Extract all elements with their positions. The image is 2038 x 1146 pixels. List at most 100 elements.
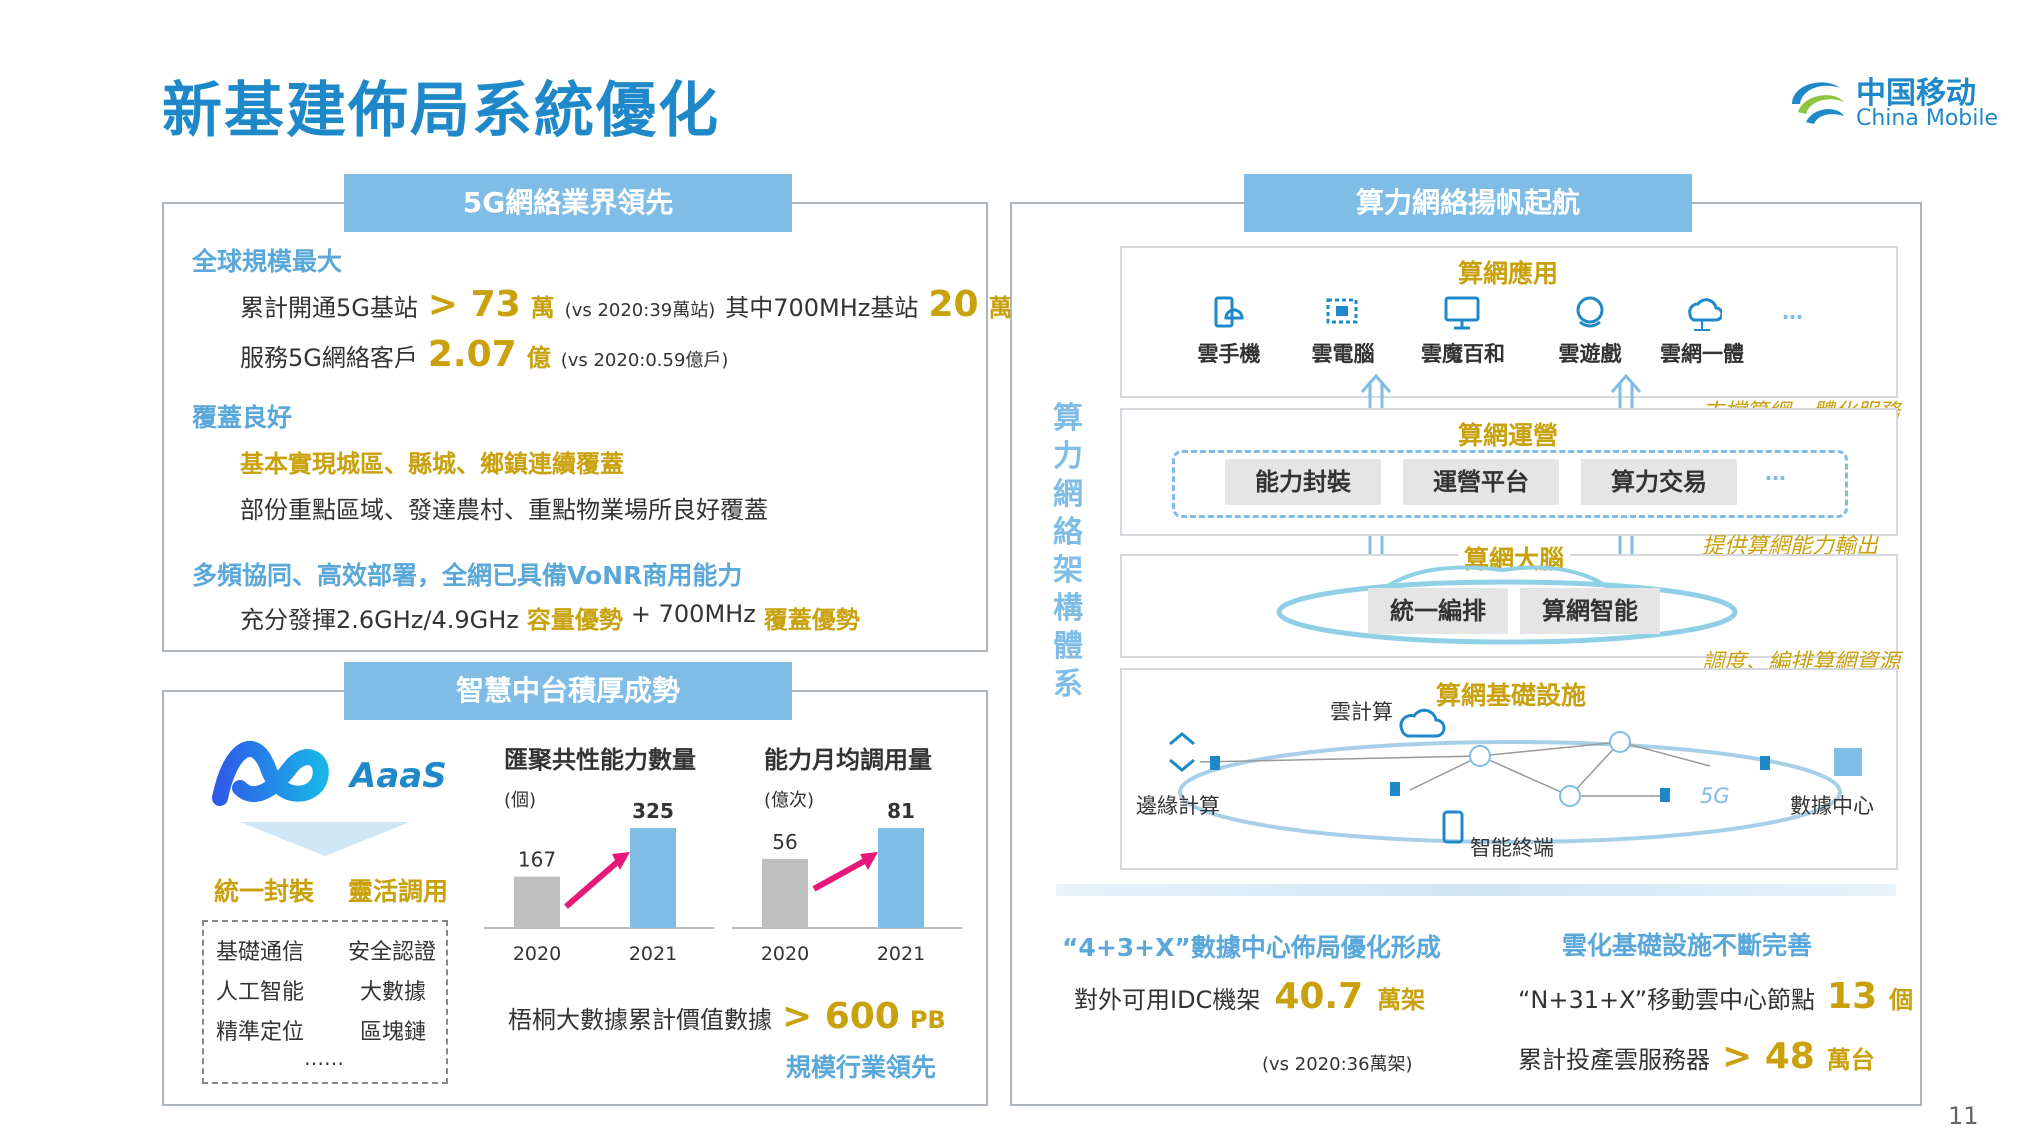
- bar-2020: [514, 876, 560, 928]
- chart2-unit: (億次): [764, 790, 815, 811]
- arch-char: 網: [1053, 477, 1083, 512]
- cloud-phone-icon: [1214, 296, 1244, 328]
- category-label: 2021: [629, 943, 677, 965]
- cloud-compute-icon: [1399, 708, 1446, 738]
- logo-text-en: China Mobile: [1856, 106, 1999, 131]
- idc-unit: 萬架: [1377, 986, 1426, 1014]
- ops-computing-trade: 算力交易: [1581, 459, 1737, 505]
- app-cloud-pc: 雲電腦: [1311, 342, 1375, 366]
- logo-icon: [1792, 82, 1844, 124]
- cloud-servers-value: > 48: [1722, 1036, 1815, 1077]
- line-bigdata: 梧桐大數據累計價值數據 > 600 PB: [508, 996, 946, 1037]
- line-cloud-nodes: “N+31+X”移動雲中心節點 13 個: [1518, 976, 1913, 1017]
- idc-vs: (vs 2020:36萬架): [1262, 1054, 1413, 1075]
- label-700mhz: 其中700MHz基站: [725, 294, 919, 322]
- cap-blockchain: 區塊鏈: [360, 1020, 427, 1045]
- infra-network-diagram: [1169, 708, 1862, 844]
- cap-ai: 人工智能: [216, 980, 305, 1005]
- panel-right-title: 算力網絡揚帆起航: [1244, 174, 1692, 232]
- spectrum-text-2: + 700MHz: [630, 600, 756, 628]
- line-coverage-1: 基本實現城區、縣城、鄉鎮連續覆蓋: [240, 450, 624, 478]
- antenna-icon: [1660, 788, 1670, 802]
- tag-flexible-call: 靈活調用: [348, 877, 449, 906]
- architecture-label: 算 力 網 絡 架 構 體 系: [1050, 400, 1086, 704]
- spectrum-coverage: 覆蓋優勢: [763, 606, 860, 634]
- logo-text-cn: 中国移动: [1856, 76, 1976, 111]
- apps-row: 雲手機 雲電腦 雲魔百和 雲遊戲 雲網一體 …: [1186, 292, 1886, 372]
- china-mobile-logo: 中国移动 China Mobile: [1784, 62, 1998, 140]
- label-smart-terminal: 智能終端: [1470, 836, 1554, 860]
- label-5g-customers: 服務5G網絡客戶: [240, 344, 418, 372]
- heading-coverage: 覆蓋良好: [192, 403, 293, 432]
- layer-ops-title: 算網運營: [1458, 421, 1559, 450]
- unit-5g-stations: 萬: [530, 294, 555, 322]
- cap-positioning: 精準定位: [216, 1020, 305, 1045]
- app-cloud-network: 雲網一體: [1660, 342, 1744, 366]
- heading-cloud-infra: 雲化基礎設施不斷完善: [1562, 931, 1813, 960]
- app-cloud-game: 雲遊戲: [1558, 342, 1622, 366]
- layer-apps: [1120, 246, 1898, 398]
- cloud-nodes-unit: 個: [1889, 986, 1914, 1014]
- arch-char: 絡: [1053, 515, 1083, 550]
- unit-5g-customers: 億: [526, 344, 551, 372]
- cap-big-data: 大數據: [360, 980, 427, 1005]
- line-5g-stations: 累計開通5G基站 > 73 萬 (vs 2020:39萬站) 其中700MHz基…: [240, 284, 1013, 325]
- bar-chart-svg: 56 2020 81 2021: [732, 799, 962, 965]
- line-spectrum: 充分發揮2.6GHz/4.9GHz 容量優勢 + 700MHz 覆蓋優勢: [240, 600, 860, 635]
- arch-char: 體: [1053, 629, 1083, 664]
- bar-value-label: 56: [772, 830, 797, 854]
- label-cloud-compute: 雲計算: [1330, 700, 1393, 724]
- arch-char: 系: [1053, 667, 1083, 702]
- value-5g-customers: 2.07: [427, 334, 517, 375]
- layer-apps-title: 算網應用: [1458, 259, 1559, 288]
- arch-char: 構: [1053, 591, 1083, 626]
- label-5g: 5G: [1700, 784, 1730, 808]
- growth-arrow-head: [860, 852, 878, 870]
- growth-arrow-icon: [812, 855, 872, 892]
- chart1-unit: (個): [504, 790, 537, 811]
- category-label: 2020: [761, 943, 809, 965]
- vs-5g-stations: (vs 2020:39萬站): [564, 300, 716, 321]
- data-center-icon: [1834, 748, 1862, 776]
- apps-more: …: [1782, 300, 1803, 324]
- ops-capability-package: 能力封裝: [1225, 459, 1381, 505]
- bar-value-label: 81: [887, 800, 915, 823]
- page-number: 11: [1948, 1102, 1979, 1130]
- antenna-icon: [1760, 756, 1770, 770]
- bar-2021: [630, 828, 676, 928]
- brain-cloud-shape: [1276, 565, 1738, 645]
- heading-global-scale: 全球規模最大: [192, 247, 343, 276]
- antenna-icon: [1210, 756, 1220, 770]
- category-label: 2021: [877, 943, 925, 965]
- cloud-game-icon: [1576, 296, 1604, 328]
- spectrum-capacity: 容量優勢: [526, 606, 623, 634]
- aaas-logo-icon: [212, 741, 329, 806]
- arch-char: 力: [1053, 439, 1083, 474]
- tag-unified-package: 統一封裝: [214, 877, 315, 906]
- bar-value-label: 325: [632, 800, 674, 823]
- chart-monthly-calls: 56 2020 81 2021: [732, 799, 962, 970]
- cloud-servers-unit: 萬台: [1826, 1046, 1875, 1074]
- aaas-label: AaaS: [350, 756, 447, 796]
- label-data-center: 數據中心: [1790, 794, 1874, 818]
- vs-5g-customers: (vs 2020:0.59億戶): [560, 350, 729, 371]
- line-idc: 對外可用IDC機架 40.7 萬架: [1074, 976, 1425, 1017]
- app-cloud-phone: 雲手機: [1197, 342, 1261, 366]
- cap-security-auth: 安全認證: [348, 940, 437, 965]
- ops-more: …: [1765, 461, 1786, 485]
- chart1-title: 匯聚共性能力數量: [504, 746, 696, 774]
- growth-arrow-head: [612, 852, 630, 870]
- terminal-icon: [1442, 810, 1464, 844]
- bigdata-value: > 600: [782, 996, 900, 1037]
- cap-basic-comm: 基礎通信: [216, 940, 305, 965]
- label-edge-compute: 邊緣計算: [1136, 794, 1220, 818]
- line-coverage-2: 部份重點區域、發達農村、重點物業場所良好覆蓋: [240, 496, 768, 524]
- label-5g-stations: 累計開通5G基站: [240, 294, 418, 322]
- cloud-nodes-value: 13: [1827, 976, 1878, 1017]
- page-title: 新基建佈局系統優化: [162, 76, 720, 146]
- arch-char: 架: [1053, 553, 1083, 588]
- heading-dc-layout: “4+3+X”數據中心佈局優化形成: [1062, 933, 1441, 962]
- line-cloud-servers: 累計投產雲服務器 > 48 萬台: [1518, 1036, 1875, 1077]
